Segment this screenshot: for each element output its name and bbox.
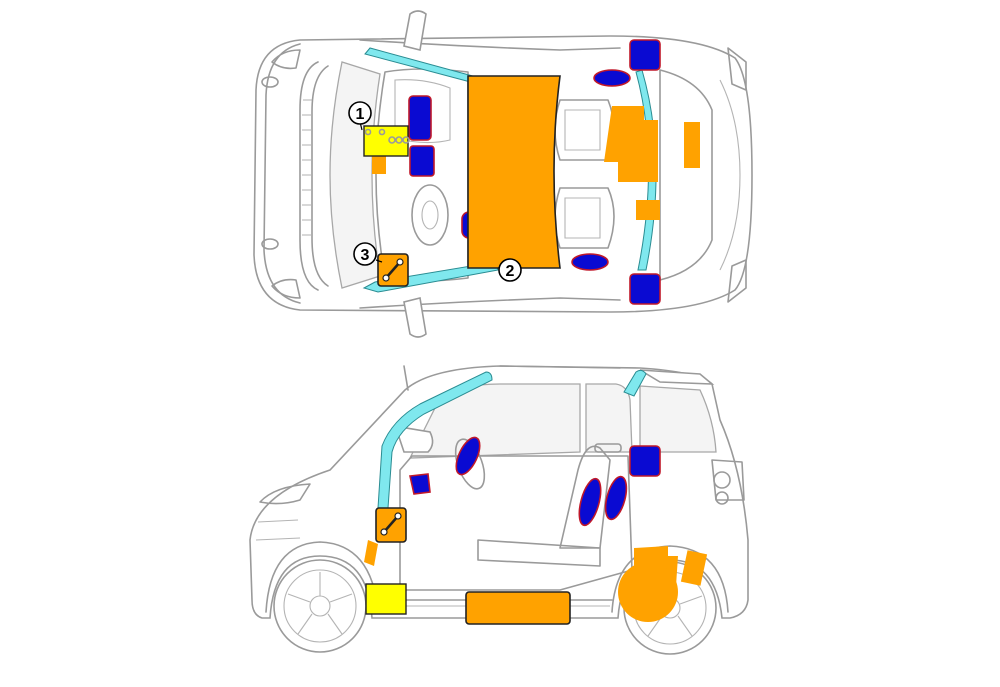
- side-view-rear-wheel-arch: [611, 545, 729, 613]
- side-view-reinforcement-a-pillar: [377, 371, 493, 509]
- top-view-headlight-right: [271, 278, 301, 299]
- side-view-rear-window: [639, 385, 717, 453]
- top-view-engine-part-lower: [636, 200, 660, 220]
- side-view-underfloor-tank: [465, 591, 571, 625]
- side-view-front-wheel: [273, 559, 367, 653]
- side-view-reinforcement-rear: [623, 369, 647, 397]
- top-view-airbag-front-upper: [408, 95, 432, 141]
- side-view-airbag-curtain: [629, 445, 661, 477]
- side-view-engine-part: [680, 550, 708, 586]
- side-view-airbag-seat-front: [578, 477, 602, 527]
- side-view-front-part: [364, 540, 378, 566]
- callout-1: [348, 101, 372, 125]
- top-view-airbag-curtain-upper: [629, 39, 661, 71]
- side-view-front-wheel-arch: [265, 541, 379, 613]
- top-view-rear-window: [659, 69, 713, 281]
- callout-3-label: 3: [361, 247, 370, 264]
- top-view-components: 1 2 3: [348, 39, 700, 305]
- top-view-engine-part-right: [684, 122, 700, 168]
- top-view-airbag-seat-upper: [593, 69, 631, 87]
- top-view-airbag-seat-lower: [571, 253, 609, 271]
- side-view-door-handle: [594, 443, 622, 453]
- top-view-front-grille: [299, 61, 329, 291]
- top-view-mirror-right: [403, 297, 427, 338]
- top-view-door-top: [359, 39, 621, 51]
- side-view-engine-round: [618, 562, 678, 622]
- top-view-mirror-left: [403, 10, 427, 51]
- top-view-headlight-left: [271, 49, 301, 70]
- side-view-mirror: [398, 427, 434, 453]
- callout-2: [498, 258, 522, 282]
- top-view-taillight-left: [727, 47, 747, 91]
- side-view-taillight: [711, 459, 745, 501]
- callout-1-label: 1: [356, 106, 365, 123]
- side-view-seat: [559, 445, 611, 549]
- top-view-engine-block: [604, 106, 658, 182]
- callout-2-label: 2: [506, 263, 515, 280]
- side-view-airbag-seat-rear: [604, 475, 628, 521]
- top-view-steering-wheel: [411, 184, 449, 246]
- top-view-battery: [363, 125, 409, 157]
- side-view-airbag-knee: [409, 473, 431, 495]
- top-view-taillight-right: [727, 259, 747, 303]
- top-view-airbag-curtain-lower: [629, 273, 661, 305]
- side-view-battery: [365, 583, 407, 615]
- side-view-rear-spoiler: [639, 369, 715, 385]
- side-view-components: [364, 369, 708, 625]
- top-view-roof-panel: [467, 75, 561, 269]
- side-view-headlight: [259, 483, 311, 505]
- top-view-door-bottom: [359, 297, 621, 309]
- top-view-airbag-front-center: [409, 145, 435, 177]
- callout-3: [353, 242, 377, 266]
- side-view-side-window: [585, 383, 633, 453]
- side-view-airbag-steering: [455, 436, 481, 476]
